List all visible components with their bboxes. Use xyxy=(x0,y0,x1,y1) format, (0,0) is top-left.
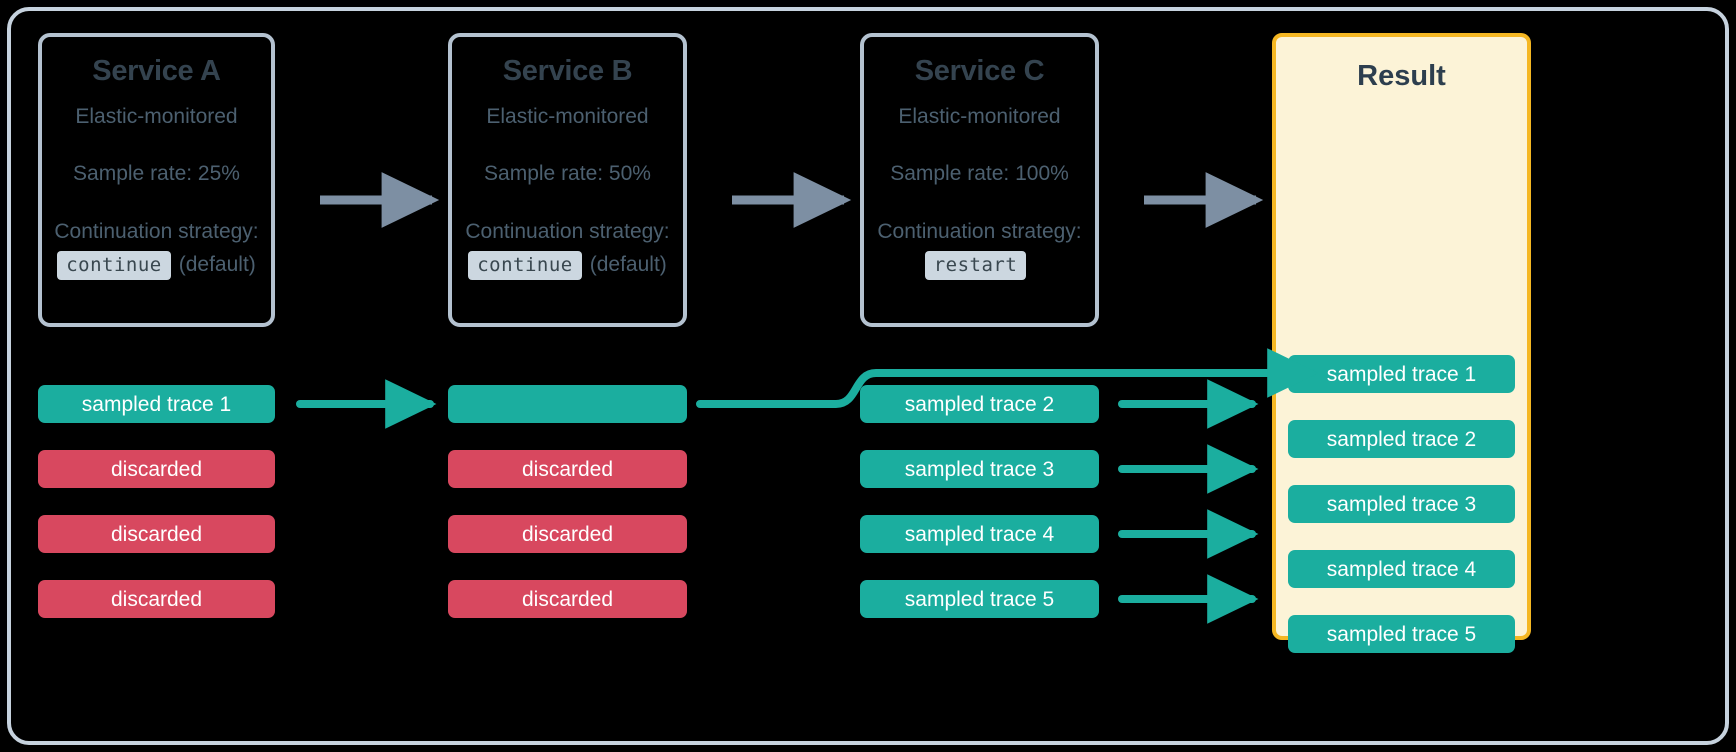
service-b-strategy-label: Continuation strategy: xyxy=(465,220,670,243)
service-c-strategy-value: restart xyxy=(924,250,1027,280)
result-card: Result xyxy=(1272,33,1531,640)
service-a-sample-rate: Sample rate: 25% xyxy=(73,162,240,185)
service-b-trace-row-4: discarded xyxy=(448,580,687,618)
service-c-subtitle: Elastic-monitored xyxy=(898,105,1061,128)
service-b-trace-row-3: discarded xyxy=(448,515,687,553)
service-b-title: Service B xyxy=(502,55,633,87)
service-a-strategy-row: continue (default) xyxy=(57,250,256,280)
service-b-sample-rate: Sample rate: 50% xyxy=(484,162,651,185)
service-a-card: Service A Elastic-monitored Sample rate:… xyxy=(38,33,275,327)
service-b-card: Service B Elastic-monitored Sample rate:… xyxy=(448,33,687,327)
service-c-trace-row-1: sampled trace 2 xyxy=(860,385,1099,423)
service-b-trace-row-2: discarded xyxy=(448,450,687,488)
result-trace-row-2: sampled trace 2 xyxy=(1288,420,1515,458)
service-c-strategy-row: restart xyxy=(924,250,1035,280)
service-b-strategy-note: (default) xyxy=(589,253,667,277)
service-c-trace-row-3: sampled trace 4 xyxy=(860,515,1099,553)
result-trace-row-4: sampled trace 4 xyxy=(1288,550,1515,588)
service-c-card: Service C Elastic-monitored Sample rate:… xyxy=(860,33,1099,327)
service-a-strategy-note: (default) xyxy=(178,253,256,277)
service-c-sample-rate: Sample rate: 100% xyxy=(890,162,1069,185)
service-a-strategy-label: Continuation strategy: xyxy=(54,220,259,243)
service-a-trace-row-3: discarded xyxy=(38,515,275,553)
result-title: Result xyxy=(1357,60,1446,92)
service-b-trace-row-1 xyxy=(448,385,687,423)
service-c-title: Service C xyxy=(914,55,1045,87)
service-c-trace-row-4: sampled trace 5 xyxy=(860,580,1099,618)
result-trace-row-3: sampled trace 3 xyxy=(1288,485,1515,523)
result-trace-row-5: sampled trace 5 xyxy=(1288,615,1515,653)
result-trace-row-1: sampled trace 1 xyxy=(1288,355,1515,393)
service-a-trace-row-1: sampled trace 1 xyxy=(38,385,275,423)
service-a-trace-row-4: discarded xyxy=(38,580,275,618)
service-a-trace-row-2: discarded xyxy=(38,450,275,488)
service-c-trace-row-2: sampled trace 3 xyxy=(860,450,1099,488)
service-a-strategy-value: continue xyxy=(57,250,171,280)
service-b-strategy-row: continue (default) xyxy=(468,250,667,280)
service-c-strategy-label: Continuation strategy: xyxy=(877,220,1082,243)
service-b-subtitle: Elastic-monitored xyxy=(486,105,649,128)
service-b-strategy-value: continue xyxy=(468,250,582,280)
service-a-title: Service A xyxy=(92,55,221,87)
service-a-subtitle: Elastic-monitored xyxy=(75,105,238,128)
